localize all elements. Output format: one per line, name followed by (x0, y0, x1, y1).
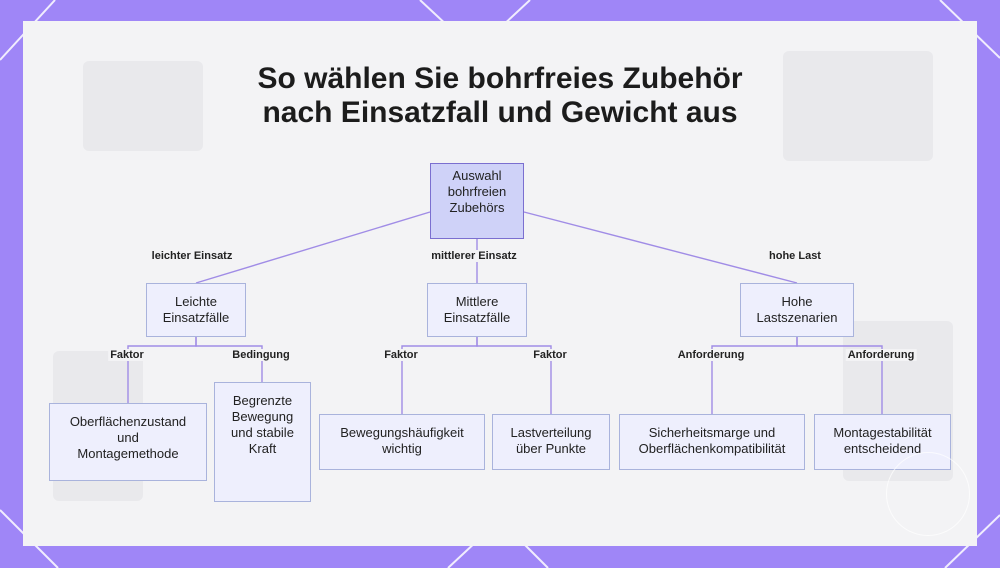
node-medium-distribution-label: Lastverteilung über Punkte (510, 425, 592, 456)
background-blur (783, 51, 933, 161)
node-light-surface-label: Oberflächenzustand und Montagemethode (69, 414, 187, 461)
edge-label-heavy-safety: Anforderung (675, 349, 747, 361)
page-title: So wählen Sie bohrfreies Zubehör nach Ei… (0, 62, 1000, 130)
edge-label-root-heavy: hohe Last (767, 250, 823, 262)
node-heavy: Hohe Lastszenarien (740, 283, 854, 337)
connector-light-movement (195, 337, 263, 382)
edge-label-light-surface: Faktor (108, 349, 146, 361)
background-blur (83, 61, 203, 151)
node-light-movement-label: Begrenzte Bewegung und stabile Kraft (231, 393, 294, 456)
node-heavy-stability-label: Montagestabilität entscheidend (833, 425, 932, 456)
node-light-surface: Oberflächenzustand und Montagemethode (49, 403, 207, 481)
node-root-label: Auswahl bohrfreien Zubehörs (447, 168, 507, 215)
node-medium-frequency: Bewegungshäufigkeit wichtig (319, 414, 485, 470)
node-medium-label: Mittlere Einsatzfälle (443, 294, 511, 325)
connector-root-light (195, 211, 431, 284)
edge-label-medium-frequency: Faktor (382, 349, 420, 361)
node-heavy-safety: Sicherheitsmarge und Oberflächenkompatib… (619, 414, 805, 470)
connector-heavy-stability (796, 337, 883, 414)
edge-label-root-light: leichter Einsatz (149, 250, 235, 262)
edge-label-light-movement: Bedingung (230, 349, 292, 361)
node-light-movement: Begrenzte Bewegung und stabile Kraft (214, 382, 311, 502)
node-medium: Mittlere Einsatzfälle (427, 283, 527, 337)
title-line-1: So wählen Sie bohrfreies Zubehör (257, 62, 743, 95)
connector-root-heavy (523, 211, 798, 284)
node-medium-frequency-label: Bewegungshäufigkeit wichtig (340, 425, 464, 456)
connector-medium-distribution (476, 337, 552, 414)
title-line-2: nach Einsatzfall und Gewicht aus (262, 96, 738, 129)
node-medium-distribution: Lastverteilung über Punkte (492, 414, 610, 470)
edge-label-root-medium: mittlerer Einsatz (429, 250, 519, 262)
edge-label-heavy-stability: Anforderung (845, 349, 917, 361)
edge-label-medium-distribution: Faktor (531, 349, 569, 361)
node-heavy-label: Hohe Lastszenarien (756, 294, 838, 325)
node-root: Auswahl bohrfreien Zubehörs (430, 163, 524, 239)
node-light: Leichte Einsatzfälle (146, 283, 246, 337)
connector-light-surface (127, 337, 197, 403)
watermark-badge (886, 452, 970, 536)
node-light-label: Leichte Einsatzfälle (162, 294, 230, 325)
node-heavy-safety-label: Sicherheitsmarge und Oberflächenkompatib… (638, 425, 786, 456)
